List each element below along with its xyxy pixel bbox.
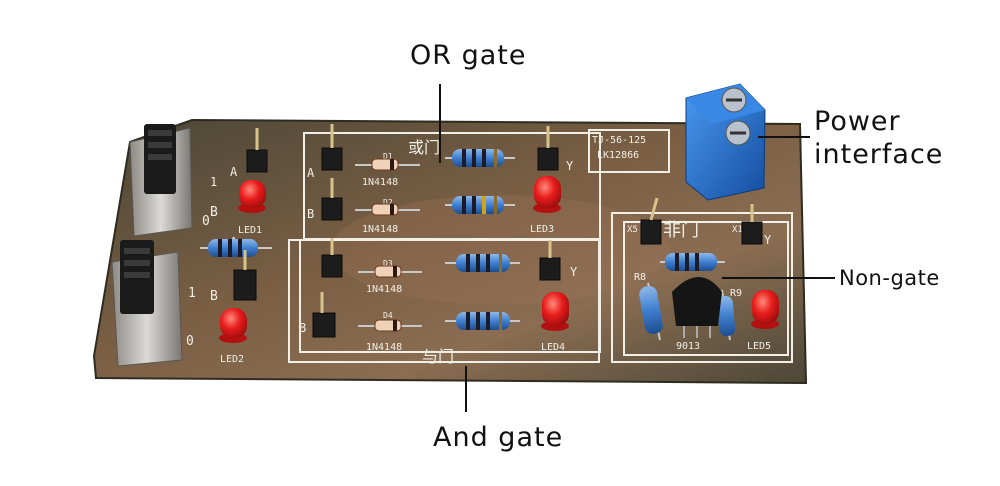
slide-switch-bottom[interactable] xyxy=(111,240,183,367)
or-gate-cn-label: 或门 xyxy=(408,138,440,157)
resistor-ref: R9 xyxy=(730,288,742,299)
not-gate-box xyxy=(611,212,793,363)
pin-header[interactable] xyxy=(233,269,257,301)
switch-pos-0: 0 xyxy=(186,334,194,349)
pin-label-y: Y xyxy=(764,233,772,247)
power-interface-callout-line1: Power xyxy=(814,106,901,137)
pin-header[interactable] xyxy=(321,254,343,278)
diode-label: 1N4148 xyxy=(362,224,398,235)
non-gate-callout: Non-gate xyxy=(839,266,940,290)
led-label: LED4 xyxy=(541,342,565,353)
led2 xyxy=(220,308,247,338)
pin-header[interactable] xyxy=(741,221,763,245)
model-line2: LK12866 xyxy=(597,150,639,161)
and-gate-callout: And gate xyxy=(433,422,564,453)
pin-header[interactable] xyxy=(246,149,268,173)
switch-pos-1: 1 xyxy=(188,286,196,301)
pin-label-b: B xyxy=(307,207,314,221)
led-label: LED5 xyxy=(747,341,771,352)
led5 xyxy=(752,290,779,324)
pin-header[interactable] xyxy=(321,147,343,171)
and-gate-cn-label: 与门 xyxy=(422,347,454,366)
resistor xyxy=(716,295,736,337)
diodes xyxy=(355,158,422,332)
connector-ref: X1 xyxy=(732,225,743,235)
or-gate-callout: OR gate xyxy=(410,40,527,71)
transistor-label: 9013 xyxy=(676,341,700,352)
pin-header[interactable] xyxy=(537,147,559,171)
switch-pos-0: 0 xyxy=(202,214,210,229)
not-gate-cn-label: 非门 xyxy=(663,220,699,241)
resistor xyxy=(665,253,717,271)
pin-label-b: B xyxy=(210,205,218,220)
diode-label: 1N4148 xyxy=(362,177,398,188)
pin-header[interactable] xyxy=(539,257,561,281)
power-terminal-block[interactable] xyxy=(685,83,766,201)
switch-pos-1: 1 xyxy=(210,175,217,189)
led-label: LED3 xyxy=(530,224,554,235)
led1 xyxy=(239,180,266,208)
led3 xyxy=(534,176,561,208)
diode xyxy=(374,265,402,278)
resistor xyxy=(208,239,258,257)
diode-ref: D1 xyxy=(383,152,393,161)
header-pins xyxy=(243,124,754,313)
diode-ref: D4 xyxy=(383,311,393,320)
led4 xyxy=(542,292,569,326)
resistor xyxy=(639,286,663,334)
diode xyxy=(371,203,399,216)
pin-label-a: A xyxy=(230,165,238,179)
led-label: LED2 xyxy=(220,354,244,365)
diode-label: 1N4148 xyxy=(366,342,402,353)
diode-ref: D3 xyxy=(383,259,393,268)
diode xyxy=(371,158,399,171)
pin-label-y: Y xyxy=(566,159,574,173)
slide-switch-top[interactable] xyxy=(129,124,193,237)
pin-label-a: A xyxy=(307,166,315,180)
transistor-9013 xyxy=(672,277,722,338)
diode xyxy=(374,319,402,332)
diode-label: 1N4148 xyxy=(366,284,402,295)
resistor-ref: R8 xyxy=(634,272,646,283)
pcb-board xyxy=(92,118,808,385)
pin-headers xyxy=(233,147,763,338)
pin-label-b: B xyxy=(210,289,218,304)
led-label: LED1 xyxy=(238,225,262,236)
callout-lines xyxy=(439,84,835,412)
pin-header[interactable] xyxy=(312,312,336,338)
connector-ref: X5 xyxy=(627,225,638,235)
model-line1: TJ-56-125 xyxy=(592,135,646,146)
power-interface-callout-line2: interface xyxy=(814,139,944,170)
diode-ref: D2 xyxy=(383,198,393,207)
pin-label-y: Y xyxy=(570,265,578,279)
pin-label-b: B xyxy=(299,321,306,335)
resistor-bands xyxy=(218,149,699,330)
silkscreen-boxes xyxy=(288,129,793,363)
pin-header[interactable] xyxy=(640,219,662,245)
pin-header[interactable] xyxy=(321,197,343,221)
leds xyxy=(219,176,779,343)
